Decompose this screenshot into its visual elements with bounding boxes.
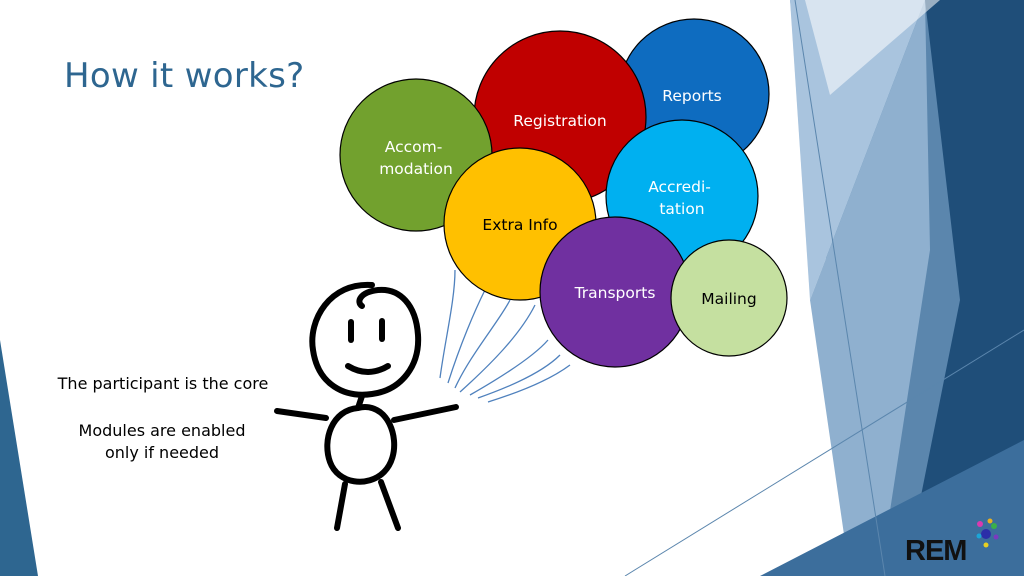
right-panel-lighter: [810, 0, 930, 576]
string: [439, 269, 456, 379]
logo-dot: [976, 533, 982, 539]
logo-dot: [981, 529, 991, 539]
figure-head: [309, 281, 422, 398]
right-panel-white-wedge: [805, 0, 940, 95]
label-line: Reports: [662, 87, 721, 105]
right-panel-bottom: [760, 440, 1024, 576]
balloon-mailing-shape: [670, 239, 788, 357]
string: [477, 354, 561, 399]
rem-logo: REM: [905, 535, 967, 567]
caption-line: Modules are enabled: [78, 421, 246, 440]
slide-title: How it works?: [64, 56, 305, 96]
decor-line-1: [794, 0, 886, 576]
logo-dot: [993, 534, 999, 540]
right-decoration: [624, 0, 1024, 576]
label-line: tation: [659, 200, 704, 218]
figure-leg-left: [334, 481, 348, 531]
string: [469, 339, 549, 396]
right-panel-light: [790, 0, 925, 300]
caption-line: only if needed: [104, 443, 220, 462]
logo-dot: [987, 518, 993, 524]
figure-arm-right: [391, 404, 459, 423]
label-line: Accom-: [385, 138, 443, 156]
label-line: Registration: [513, 112, 606, 130]
string: [459, 304, 536, 393]
figure-body: [324, 404, 398, 485]
label-line: Accredi-: [648, 178, 711, 196]
balloon-registration-label: Registration: [513, 112, 606, 130]
string: [447, 289, 486, 384]
figure-leg-right: [378, 479, 401, 531]
caption-modules-enabled: Modules are enabled only if needed: [50, 420, 274, 464]
balloon-transports: Transports: [539, 216, 691, 368]
decor-line-2: [624, 329, 1024, 576]
figure-mouth: [345, 363, 391, 375]
label-line: Extra Info: [482, 216, 557, 234]
balloon-transports-label: Transports: [574, 284, 656, 302]
balloon-accommodation-label: Accom- modation: [379, 138, 453, 178]
stick-figure: [274, 281, 459, 531]
balloon-mailing-label: Mailing: [701, 290, 756, 308]
right-panel-dark: [905, 0, 1024, 576]
left-decoration: [0, 340, 38, 576]
figure-arm-left: [274, 408, 329, 421]
balloon-accreditation-label: Accredi- tation: [648, 178, 716, 218]
logo-dots-icon: [976, 518, 999, 548]
balloon-mailing: Mailing: [670, 239, 788, 357]
logo-dot: [991, 523, 997, 529]
string: [454, 299, 511, 389]
balloon-strings: [439, 269, 571, 403]
label-line: modation: [379, 160, 453, 178]
logo-dot: [983, 542, 989, 548]
label-line: Mailing: [701, 290, 756, 308]
balloon-reports-label: Reports: [662, 87, 721, 105]
balloons: Reports Registration Accom- modation Ext…: [339, 18, 788, 368]
label-line: Transports: [574, 284, 656, 302]
caption-participant-core: The participant is the core: [40, 373, 286, 395]
logo-dot: [977, 521, 983, 527]
string: [487, 364, 571, 403]
balloon-extra-info-label: Extra Info: [482, 216, 557, 234]
caption-text: The participant is the core: [57, 374, 269, 393]
